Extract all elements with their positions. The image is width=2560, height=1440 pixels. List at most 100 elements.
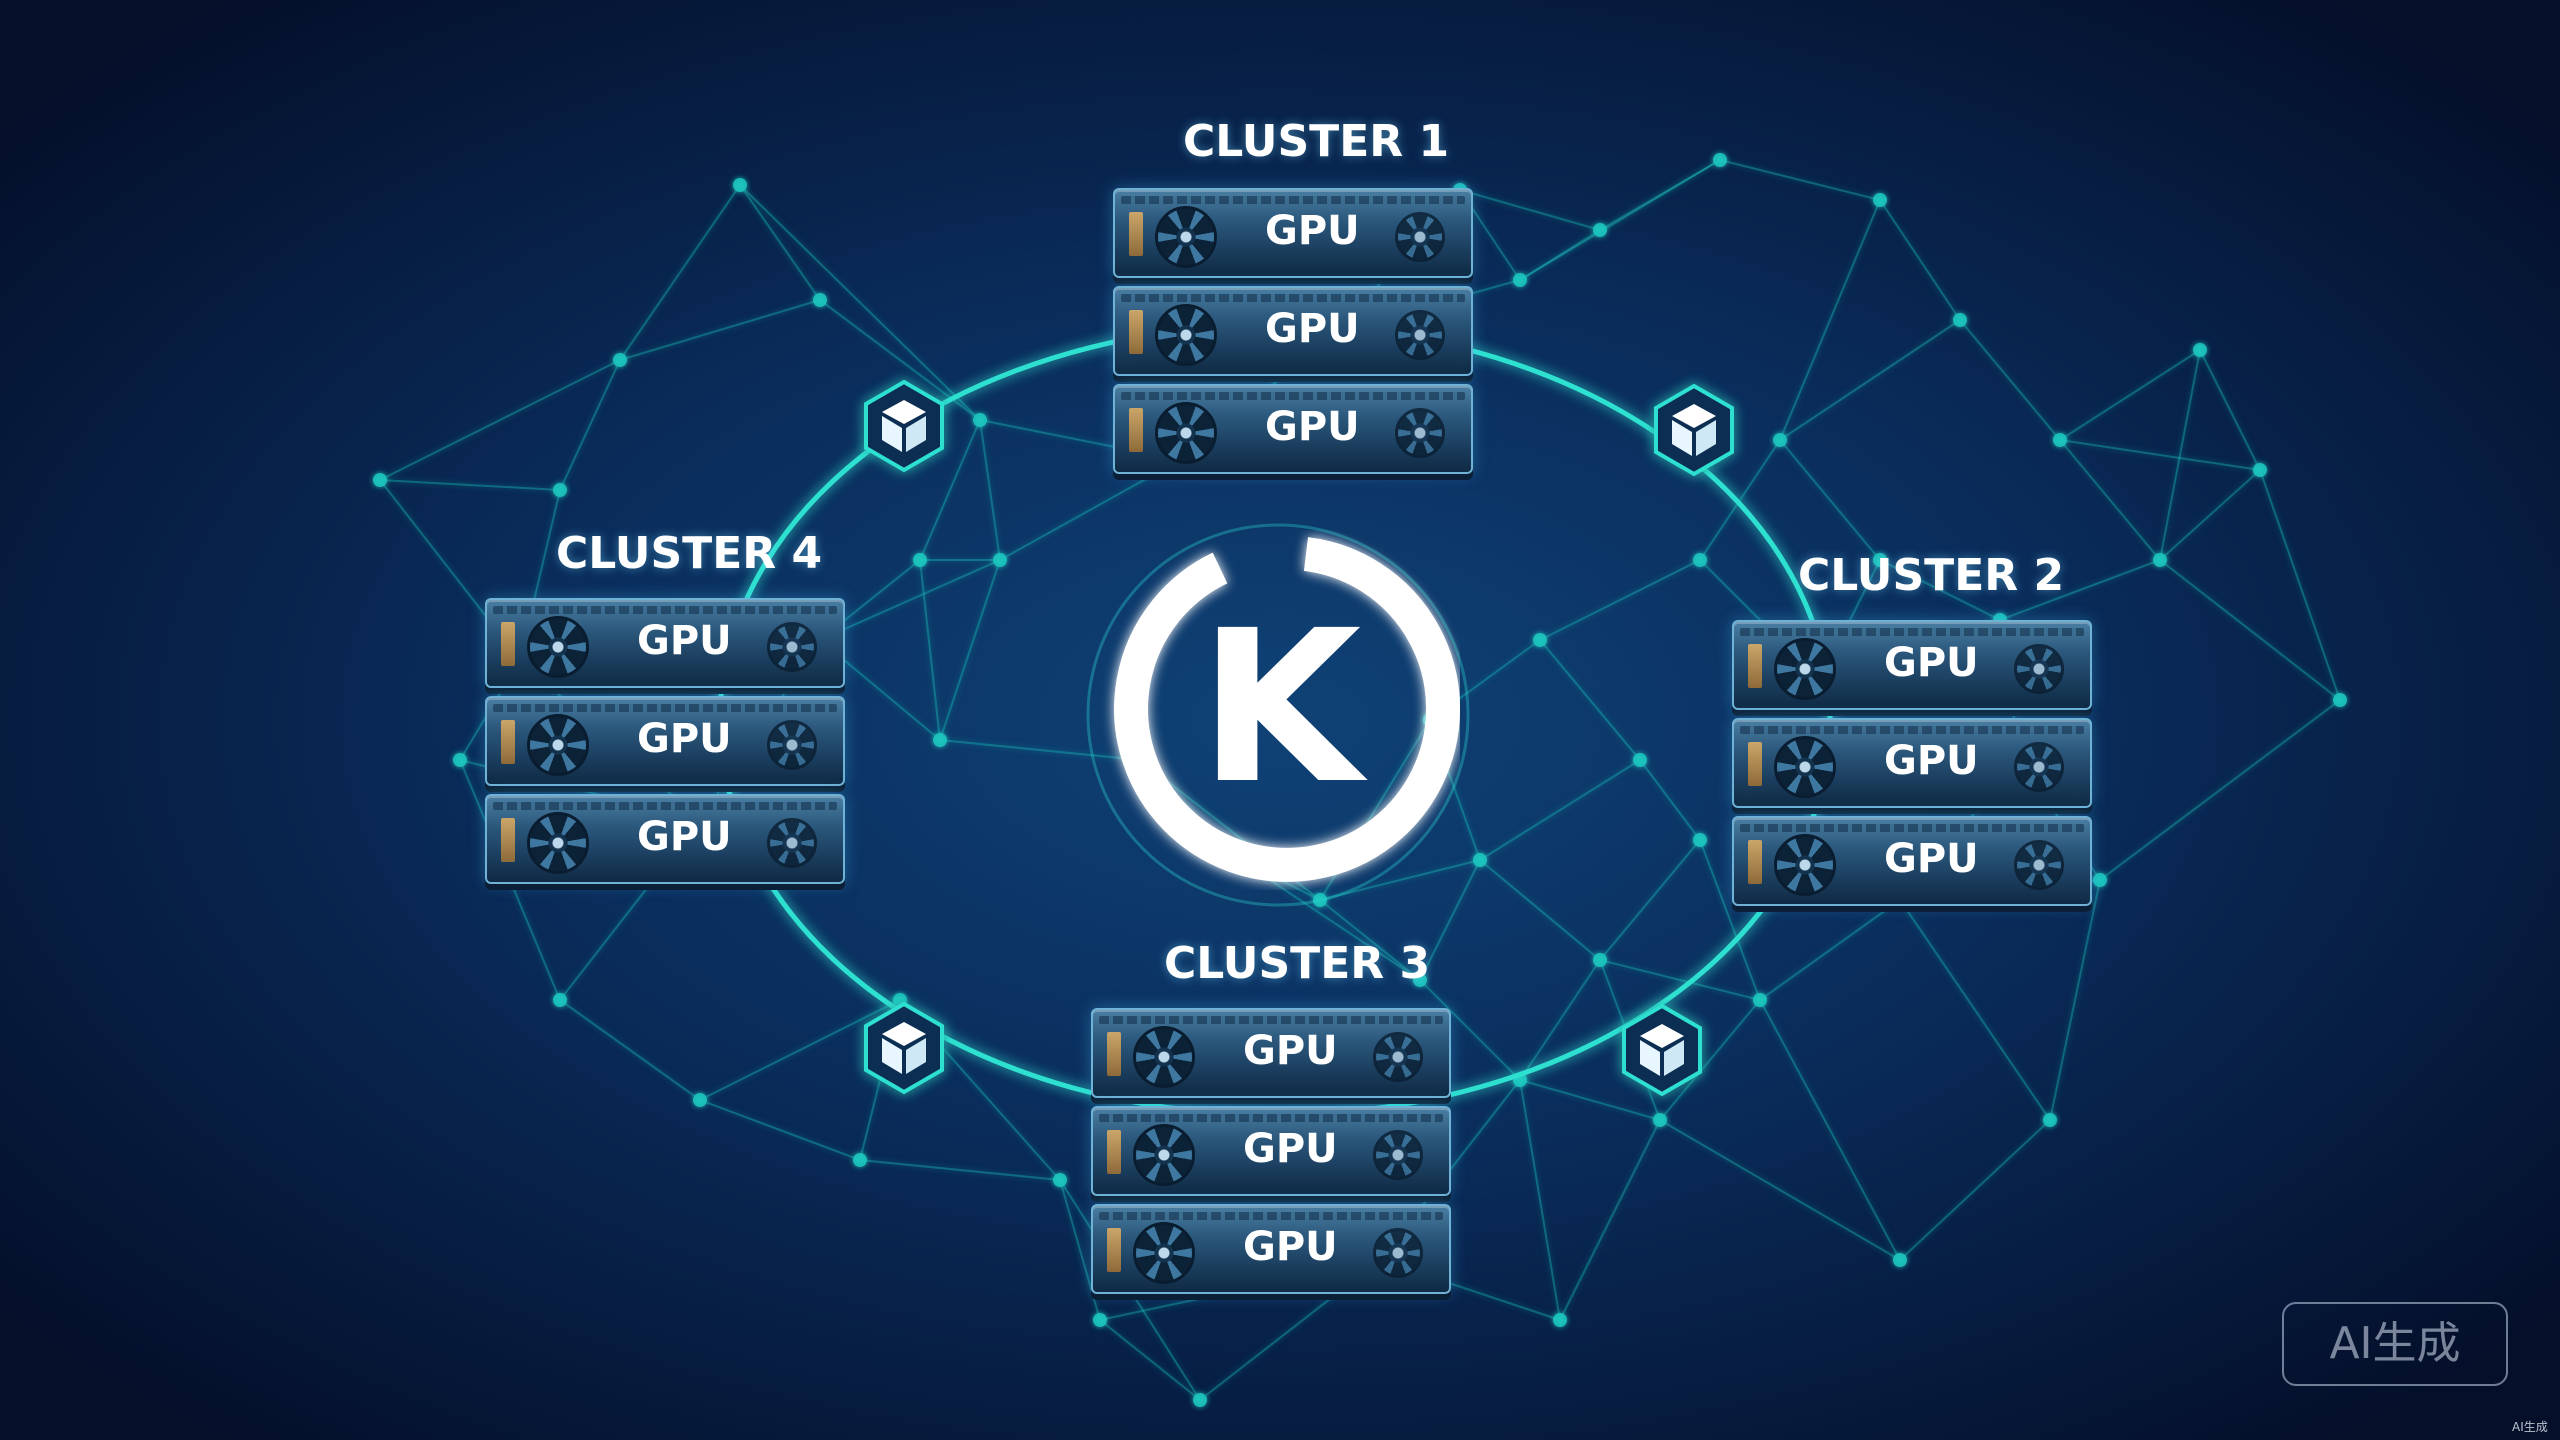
network-link [1699, 439, 1781, 561]
network-link [619, 299, 821, 361]
network-link [739, 184, 981, 421]
network-link [1419, 859, 1481, 981]
gpu-label: GPU [1265, 306, 1360, 352]
network-node [373, 473, 387, 487]
network-link [699, 1099, 861, 1161]
network-link [1959, 319, 2061, 441]
network-link [919, 559, 941, 741]
network-node [913, 553, 927, 567]
gpu-card: GPU [1732, 718, 2092, 808]
fan-icon [527, 714, 589, 776]
gpu-label: GPU [637, 618, 732, 664]
network-link [1099, 1319, 1201, 1401]
network-node [993, 553, 1007, 567]
network-link [2059, 439, 2161, 561]
network-link [1599, 959, 1761, 1001]
gpu-label: GPU [637, 814, 732, 860]
cluster-4-stack: GPU GPU GPU [485, 598, 845, 892]
network-node [1693, 553, 1707, 567]
gpu-label: GPU [1265, 404, 1360, 450]
network-node [1193, 1393, 1207, 1407]
network-node [1413, 973, 1427, 987]
network-link [2099, 699, 2341, 881]
gpu-card: GPU [1113, 384, 1473, 474]
network-link [939, 559, 1001, 741]
gpu-card: GPU [485, 696, 845, 786]
network-link [1479, 859, 1601, 961]
gpu-card: GPU [1091, 1106, 1451, 1196]
network-link [1519, 959, 1601, 1081]
gpu-card: GPU [485, 598, 845, 688]
network-link [1539, 559, 1701, 641]
network-node [1753, 993, 1767, 1007]
network-link [2059, 349, 2201, 441]
network-node [2093, 873, 2107, 887]
network-link [1459, 189, 1601, 231]
network-link [999, 459, 1181, 561]
network-link [1999, 559, 2161, 621]
network-link [1059, 1179, 1101, 1321]
network-link [1559, 1119, 1661, 1321]
ai-generated-watermark: AI生成 [2282, 1302, 2508, 1386]
network-node [1773, 433, 1787, 447]
network-node [1053, 1173, 1067, 1187]
fan-icon [1373, 1032, 1423, 1082]
network-link [2259, 469, 2341, 701]
fan-icon [1155, 402, 1217, 464]
cluster-3-stack: GPU GPU GPU [1091, 1008, 1451, 1302]
ai-generated-small-mark: AI生成 [2512, 1420, 2548, 1434]
gpu-label: GPU [1884, 738, 1979, 784]
network-link [1699, 839, 1761, 1001]
network-link [979, 419, 1001, 561]
gpu-label: GPU [1884, 836, 1979, 882]
fan-icon [1155, 304, 1217, 366]
network-link [379, 479, 561, 491]
network-link [1779, 199, 1881, 441]
network-node [1873, 193, 1887, 207]
k-logo: K [1114, 537, 1460, 882]
network-node [1713, 153, 1727, 167]
network-node [2193, 343, 2207, 357]
network-link [1899, 899, 2051, 1121]
network-link [1759, 899, 1901, 1001]
network-node [1313, 893, 1327, 907]
fan-icon [767, 818, 817, 868]
fan-icon [1774, 736, 1836, 798]
fan-icon [2014, 742, 2064, 792]
network-link [1639, 759, 1701, 841]
network-link [2059, 439, 2261, 471]
network-link [739, 184, 821, 301]
fan-icon [1774, 834, 1836, 896]
network-node [1593, 953, 1607, 967]
network-link [1719, 159, 1881, 201]
network-link [1319, 859, 1481, 901]
network-node [1093, 1313, 1107, 1327]
fan-icon [527, 812, 589, 874]
gpu-label: GPU [1243, 1126, 1338, 1172]
network-node [813, 293, 827, 307]
network-node [2253, 463, 2267, 477]
gpu-card: GPU [1091, 1008, 1451, 1098]
network-link [2199, 349, 2261, 471]
network-node [973, 413, 987, 427]
network-link [919, 419, 981, 561]
network-node [933, 733, 947, 747]
network-node [553, 483, 567, 497]
network-link [1779, 319, 1961, 441]
gpu-card: GPU [485, 794, 845, 884]
network-link [1659, 999, 1761, 1121]
network-node [2043, 1113, 2057, 1127]
fan-icon [767, 622, 817, 672]
network-node [1893, 1253, 1907, 1267]
cluster-3-label: CLUSTER 3 [1164, 938, 1431, 989]
gpu-label: GPU [1243, 1224, 1338, 1270]
network-node [613, 353, 627, 367]
network-node [1593, 223, 1607, 237]
network-node [1513, 273, 1527, 287]
inner-ring [1086, 523, 1470, 907]
network-node [853, 1153, 867, 1167]
network-link [1419, 979, 1521, 1081]
network-link [559, 999, 701, 1101]
network-link [379, 359, 621, 481]
network-link [939, 739, 1141, 761]
